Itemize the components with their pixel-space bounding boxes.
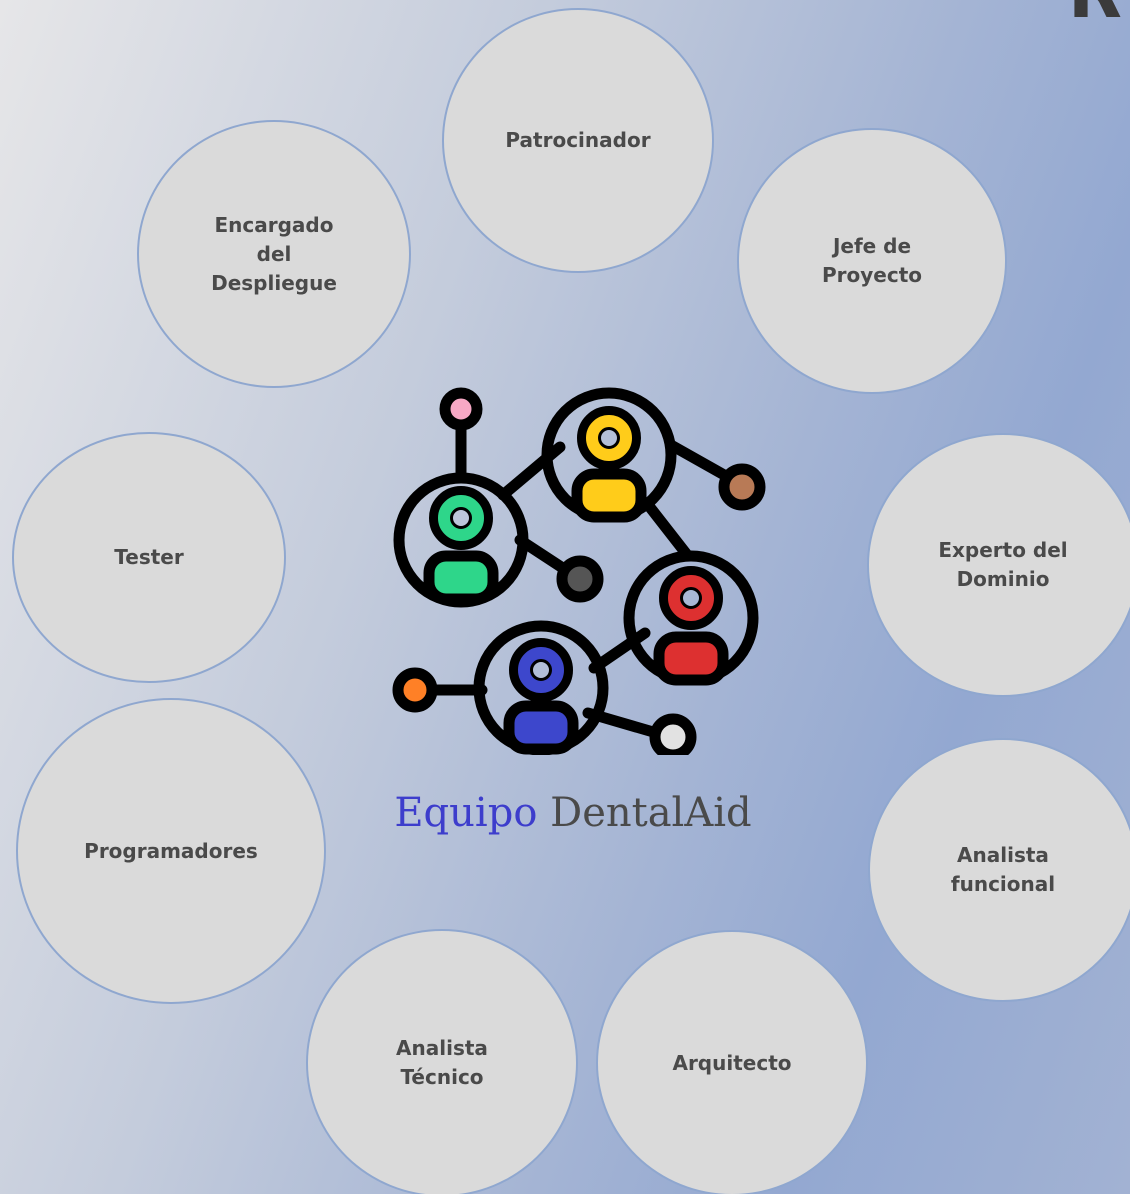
role-analista-funcional: Analista funcional: [868, 738, 1130, 1002]
role-programadores: Programadores: [16, 698, 326, 1004]
team-title-word1: Equipo: [394, 790, 538, 836]
role-label: Jefe de Proyecto: [821, 234, 923, 287]
role-experto-del-dominio: Experto del Dominio: [867, 433, 1130, 697]
gray-node-dot: [556, 555, 604, 603]
role-arquitecto: Arquitecto: [596, 930, 868, 1194]
green-person-node: [393, 472, 529, 608]
pink-node-dot: [439, 387, 483, 431]
role-label: Patrocinador: [505, 128, 651, 152]
role-label: Analista funcional: [950, 843, 1056, 896]
team-title: Equipo DentalAid: [0, 783, 1130, 843]
role-jefe-de-proyecto: Jefe de Proyecto: [737, 128, 1007, 394]
role-label: Tester: [114, 545, 184, 569]
role-label: Experto del Dominio: [938, 538, 1068, 591]
brown-node-dot: [718, 463, 766, 511]
role-label: Programadores: [84, 838, 258, 863]
orange-node-dot: [392, 667, 438, 713]
network-people-icon: [392, 387, 766, 755]
blue-person-node: [473, 620, 609, 755]
role-label: Analista Técnico: [396, 1036, 488, 1089]
team-title-word2: DentalAid: [550, 790, 752, 836]
white-node-dot: [649, 713, 697, 755]
role-patrocinador: Patrocinador: [442, 8, 714, 273]
role-encargado-del-despliegue: Encargado del Despliegue: [137, 120, 411, 388]
role-tester: Tester: [12, 432, 286, 683]
red-person-node: [623, 550, 759, 686]
role-analista-tecnico: Analista Técnico: [306, 929, 578, 1194]
role-label: Arquitecto: [672, 1050, 792, 1075]
yellow-person-node: [541, 387, 677, 523]
corner-glyph: R: [1068, 0, 1122, 28]
role-label: Encargado del Despliegue: [211, 212, 337, 295]
